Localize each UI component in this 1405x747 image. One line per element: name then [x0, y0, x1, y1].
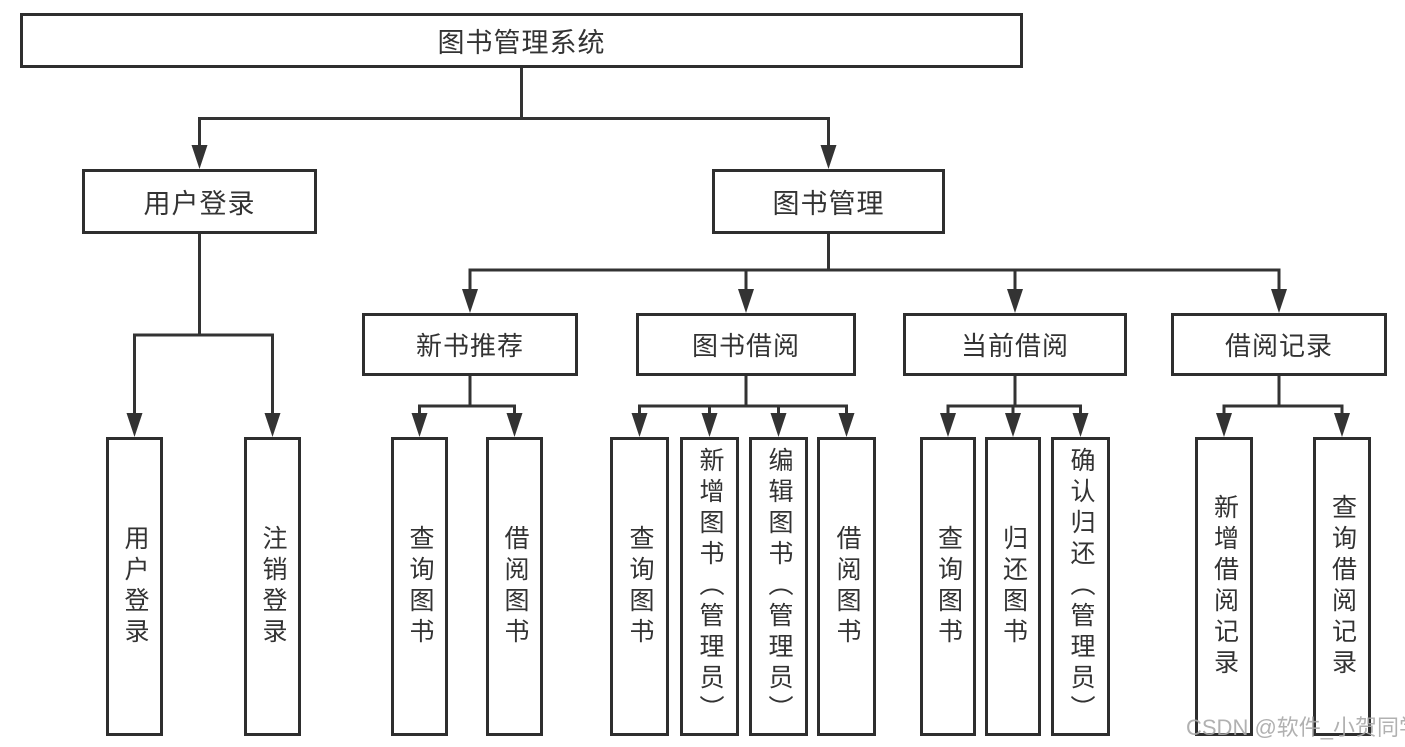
leaf-borrow-books: 借阅图书	[817, 437, 876, 736]
leaf-add-books-admin: 新增图书（管理员）	[680, 437, 739, 736]
leaf-logout: 注销登录	[244, 437, 301, 736]
leaf-confirm-return-admin: 确认归还（管理员）	[1051, 437, 1110, 736]
connector-borrow-records	[1222, 376, 1344, 415]
connector-book-borrow	[638, 376, 848, 415]
connector-new-book-rec	[418, 376, 516, 415]
node-library-system: 图书管理系统	[20, 13, 1023, 68]
leaf-query-books-borrow: 查询图书	[610, 437, 669, 736]
arrowheads	[126, 145, 1350, 437]
connector-user-login	[133, 234, 274, 415]
node-current-borrow: 当前借阅	[903, 313, 1127, 376]
node-borrow-records: 借阅记录	[1171, 313, 1387, 376]
node-book-management: 图书管理	[712, 169, 945, 234]
node-new-book-recommend: 新书推荐	[362, 313, 578, 376]
leaf-query-books-rec: 查询图书	[391, 437, 448, 736]
csdn-watermark: CSDN @软件_小贺同学	[1186, 715, 1405, 740]
leaf-return-books: 归还图书	[985, 437, 1041, 736]
connector-root	[198, 68, 830, 147]
connector-book-mgmt	[468, 234, 1281, 291]
node-user-login: 用户登录	[82, 169, 317, 234]
leaf-edit-books-admin: 编辑图书（管理员）	[749, 437, 808, 736]
leaf-add-borrow-record: 新增借阅记录	[1195, 437, 1253, 736]
leaf-query-borrow-record: 查询借阅记录	[1313, 437, 1371, 736]
leaf-query-books-current: 查询图书	[920, 437, 976, 736]
leaf-borrow-books-rec: 借阅图书	[486, 437, 543, 736]
node-book-borrow: 图书借阅	[636, 313, 856, 376]
connector-current-borrow	[946, 376, 1082, 415]
leaf-user-login: 用户登录	[106, 437, 163, 736]
